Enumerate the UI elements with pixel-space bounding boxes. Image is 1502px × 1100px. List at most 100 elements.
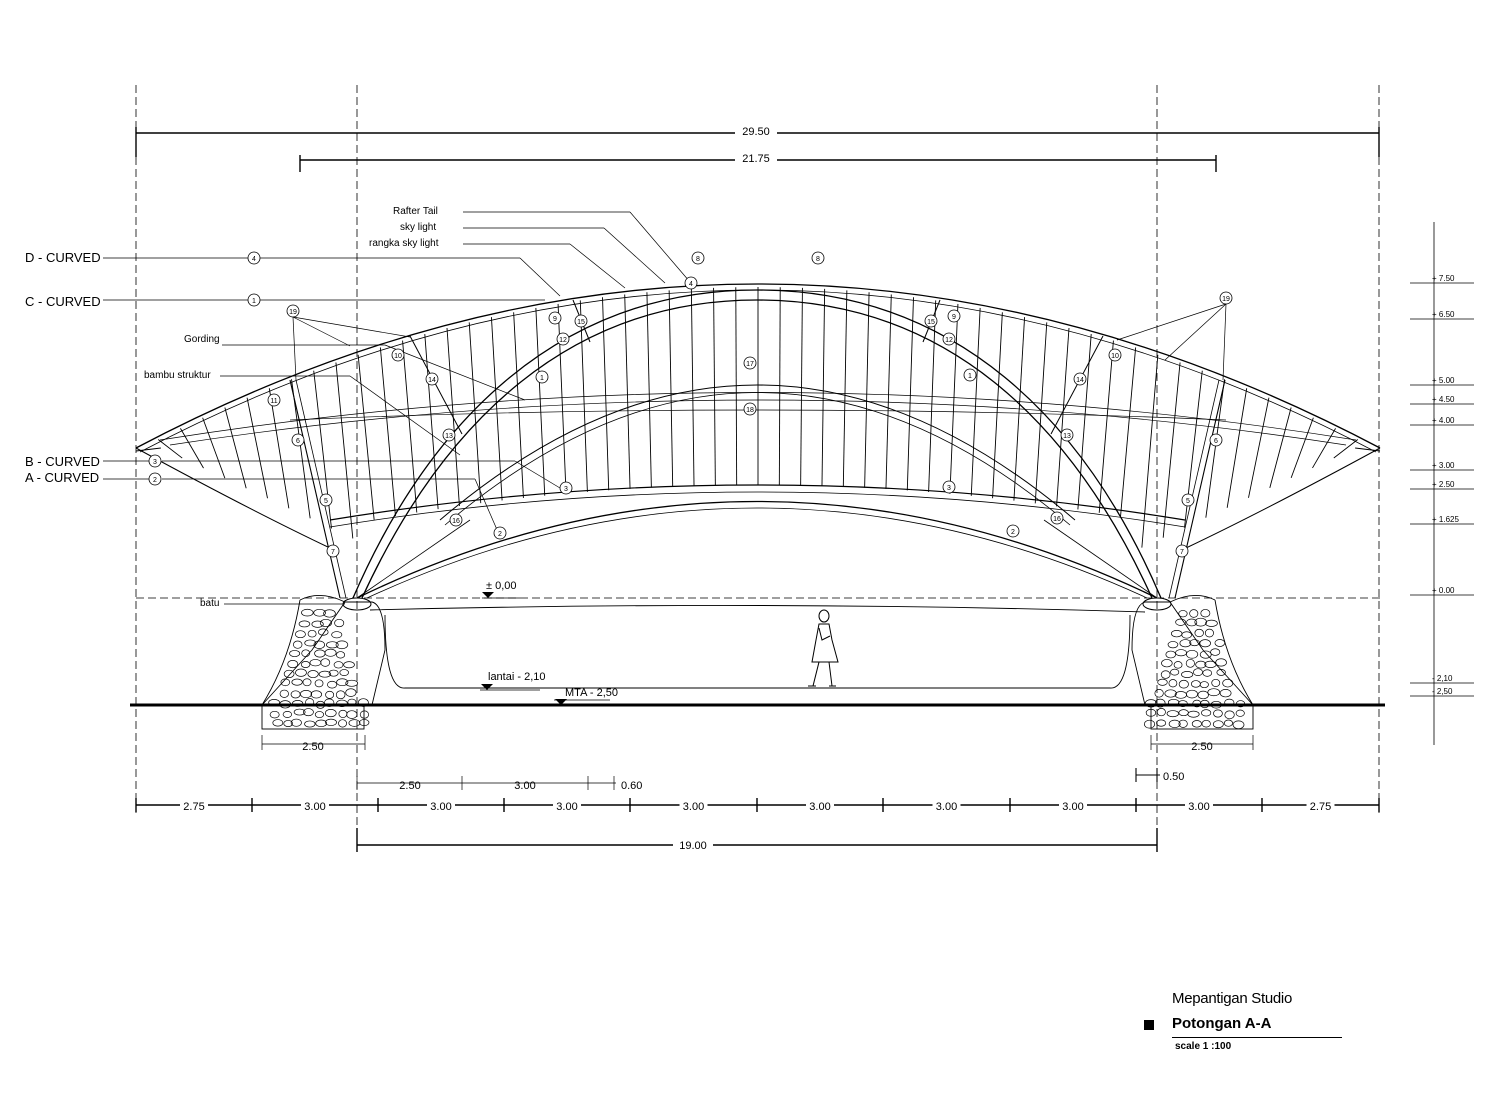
stone: [307, 670, 319, 678]
rafter: [949, 303, 959, 494]
bottom-dim-label: 3.00: [809, 801, 830, 813]
part-number: 18: [746, 407, 754, 414]
rafter: [535, 307, 546, 496]
callout-rangka-sky-light: rangka sky light: [369, 238, 439, 249]
callout-sky-light: sky light: [400, 222, 436, 233]
human-figure: [808, 609, 839, 687]
part-bubble: 5: [1181, 493, 1195, 507]
bottom-dim-label: 3.00: [683, 801, 704, 813]
label-d-curved: D - CURVED: [25, 250, 101, 265]
stone: [300, 661, 311, 668]
stone: [336, 678, 349, 687]
rafter: [668, 290, 674, 487]
stone: [357, 698, 369, 707]
stone: [1177, 700, 1188, 707]
stone: [1232, 720, 1245, 730]
part-number: 15: [927, 319, 935, 326]
part-number: 2: [498, 531, 502, 538]
stone: [303, 708, 314, 717]
rafter: [646, 292, 652, 488]
elevation-label: + 6.50: [1432, 310, 1455, 319]
part-number: 11: [270, 398, 277, 405]
stone: [335, 640, 349, 650]
stone: [290, 718, 302, 727]
stone: [1144, 699, 1158, 708]
part-bubble: 3: [942, 480, 956, 494]
stone: [1195, 660, 1207, 669]
stone: [325, 718, 337, 726]
part-bubble: 8: [811, 251, 825, 265]
part-bubble: 1: [247, 293, 261, 307]
stone: [328, 669, 339, 677]
stone: [324, 648, 337, 657]
bottom-dim-label: 3.00: [1062, 801, 1083, 813]
stone: [298, 620, 311, 628]
stone: [1156, 707, 1166, 717]
part-number: 5: [1186, 498, 1190, 505]
level-lantai: lantai - 2,10: [488, 671, 545, 683]
stone: [1236, 700, 1246, 708]
stone: [1173, 661, 1183, 669]
stone: [314, 711, 325, 719]
stone: [1181, 670, 1194, 678]
rafter: [992, 312, 1003, 499]
rafter: [246, 397, 268, 499]
part-bubble: 17: [743, 356, 757, 370]
rafter: [224, 407, 247, 489]
stone: [1235, 709, 1245, 717]
stone: [1178, 610, 1188, 618]
stone: [1194, 628, 1204, 638]
part-number: 5: [324, 498, 328, 505]
part-number: 13: [445, 433, 453, 440]
elevation-label: + 4.50: [1432, 395, 1455, 404]
rafter: [557, 303, 567, 494]
part-bubble: 18: [743, 402, 757, 416]
part-bubble: 2: [493, 526, 507, 540]
stone: [283, 720, 293, 727]
part-bubble: 13: [442, 428, 456, 442]
elevation-label: + 2.50: [1432, 480, 1455, 489]
drawing-scale: scale 1 :100: [1175, 1041, 1232, 1052]
stone: [319, 618, 332, 627]
part-bubble: 15: [924, 314, 938, 328]
part-bubble: 11: [267, 393, 281, 407]
sub-dim-1: 2.50: [399, 780, 420, 792]
bottom-dim-label: 3.00: [1188, 801, 1209, 813]
stone: [323, 609, 336, 618]
stone: [1156, 719, 1167, 727]
stone: [1205, 619, 1218, 627]
rafter: [690, 288, 695, 486]
rafter: [402, 340, 418, 513]
rafter: [1248, 397, 1270, 498]
bottom-dim-label: 3.00: [304, 801, 325, 813]
foundation: [130, 595, 1385, 730]
bottom-dim-label: 3.00: [936, 801, 957, 813]
part-bubble: 2: [148, 472, 162, 486]
rafter: [735, 287, 738, 486]
stone: [1170, 630, 1183, 638]
rafter: [885, 294, 892, 489]
stone: [1166, 710, 1179, 718]
stone: [324, 698, 335, 707]
stone: [338, 709, 348, 718]
part-number: 9: [553, 316, 557, 323]
stone: [1170, 668, 1180, 676]
stone: [325, 690, 335, 699]
callout-batu: batu: [200, 598, 219, 609]
stone: [335, 690, 346, 700]
rafter: [602, 297, 610, 491]
callout-gording: Gording: [184, 334, 220, 345]
part-number: 4: [252, 256, 256, 263]
stone: [1207, 688, 1221, 697]
part-number: 1: [968, 373, 972, 380]
part-number: 12: [559, 337, 567, 344]
bottom-dim-label: 2.75: [1310, 801, 1331, 813]
footing-dim-right: 2.50: [1191, 741, 1212, 753]
rafter: [513, 312, 524, 498]
part-bubble: 6: [1209, 433, 1223, 447]
stone: [314, 649, 326, 658]
part-bubble: 5: [319, 493, 333, 507]
part-bubble: 2: [1006, 524, 1020, 538]
stone: [336, 651, 346, 659]
